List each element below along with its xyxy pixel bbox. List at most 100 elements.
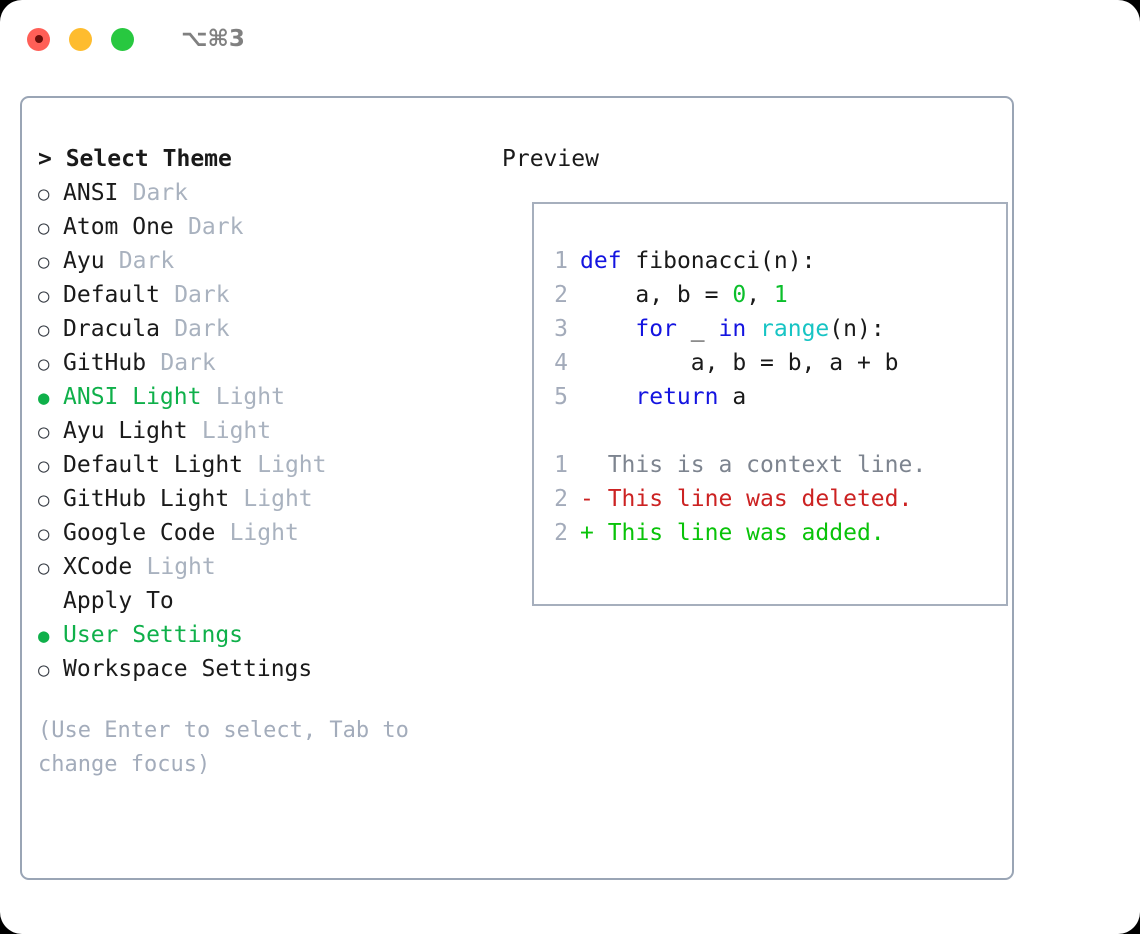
- code-line-number: 3: [554, 316, 568, 342]
- close-window-button[interactable]: [27, 27, 50, 51]
- minimize-window-button[interactable]: [69, 27, 92, 51]
- theme-option-name: GitHub Light: [63, 486, 230, 512]
- theme-option-name: XCode: [63, 554, 133, 580]
- code-diff-spacer: [534, 414, 1006, 448]
- theme-option-name: ANSI: [63, 180, 119, 206]
- code-token-plain: a, b =: [580, 282, 733, 308]
- theme-option-name: Default Light: [63, 452, 244, 478]
- keyboard-hint-text: (Use Enter to select, Tab to change focu…: [38, 718, 423, 777]
- code-token-plain: (n):: [829, 316, 885, 342]
- code-line-text: for _ in range(n):: [580, 312, 885, 346]
- code-token-plain: [580, 316, 635, 342]
- radio-unselected-icon: ○: [38, 455, 50, 477]
- radio-unselected-icon: ○: [38, 557, 50, 579]
- apply-to-options-list: ●User Settings ○ Workspace Settings: [38, 618, 478, 686]
- code-line: 2 a, b = 0, 1: [534, 278, 1006, 312]
- window-title: ⌥⌘3: [181, 25, 245, 52]
- theme-option-name: Google Code: [63, 520, 216, 546]
- theme-selector-header: > Select Theme: [38, 146, 232, 172]
- apply-to-option-workspace-settings[interactable]: ○ Workspace Settings: [38, 652, 478, 686]
- theme-option-github-light[interactable]: ○ GitHub Light Light: [38, 482, 478, 516]
- spacer-bullet: ○: [38, 585, 63, 619]
- theme-option-kind: Light: [257, 452, 327, 478]
- theme-option-kind: Dark: [174, 282, 230, 308]
- code-token-kw: return: [635, 384, 719, 410]
- radio-selected-icon: ●: [38, 387, 50, 409]
- radio-unselected-icon: ○: [38, 319, 50, 341]
- radio-unselected-icon: ○: [38, 659, 50, 681]
- apply-to-option-user-settings[interactable]: ●User Settings: [38, 618, 478, 652]
- code-line: 5 return a: [534, 380, 1006, 414]
- diff-line: 1 This is a context line.: [534, 448, 1006, 482]
- radio-selected-icon: ●: [38, 625, 50, 647]
- code-line-number: 2: [554, 282, 568, 308]
- code-line-text: a, b = 0, 1: [580, 278, 787, 312]
- theme-option-kind: Light: [243, 486, 313, 512]
- theme-option-xcode[interactable]: ○ XCode Light: [38, 550, 478, 584]
- code-token-plain: a, b = b, a + b: [580, 350, 899, 376]
- maximize-window-button[interactable]: [111, 27, 134, 51]
- code-token-plain: [746, 316, 760, 342]
- diff-line-number: 2: [554, 486, 568, 512]
- diff-line-number: 1: [554, 452, 568, 478]
- code-token-plain: _: [676, 316, 719, 342]
- theme-option-name: Default: [63, 282, 160, 308]
- radio-unselected-icon: ○: [38, 285, 50, 307]
- code-token-plain: fibonacci(n):: [635, 248, 816, 274]
- diff-line-text-add: + This line was added.: [580, 520, 885, 546]
- theme-option-google-code[interactable]: ○ Google Code Light: [38, 516, 478, 550]
- code-token-num: 0: [732, 282, 747, 308]
- radio-unselected-icon: ○: [38, 217, 50, 239]
- theme-option-default-light[interactable]: ○ Default Light Light: [38, 448, 478, 482]
- code-token-plain: a: [718, 384, 747, 410]
- diff-line-text-del: - This line was deleted.: [580, 486, 913, 512]
- code-line-text: a, b = b, a + b: [580, 346, 899, 380]
- code-line-text: def fibonacci(n):: [580, 244, 815, 278]
- code-line: 4 a, b = b, a + b: [534, 346, 1006, 380]
- theme-option-kind: Light: [229, 520, 299, 546]
- theme-option-name: Dracula: [63, 316, 160, 342]
- theme-option-kind: Dark: [118, 248, 175, 274]
- theme-option-kind: Dark: [132, 180, 189, 206]
- diff-line: 2 + This line was added.: [534, 516, 1006, 550]
- code-line-number: 5: [554, 384, 568, 410]
- theme-option-name: Ayu: [63, 248, 105, 274]
- radio-unselected-icon: ○: [38, 489, 50, 511]
- radio-unselected-icon: ○: [38, 421, 50, 443]
- apply-to-header: ○ Apply To: [38, 584, 478, 618]
- theme-option-kind: Light: [215, 384, 285, 410]
- theme-option-dracula[interactable]: ○ Dracula Dark: [38, 312, 478, 346]
- code-line-number: 1: [554, 248, 568, 274]
- code-token-fn: range: [760, 316, 830, 342]
- theme-option-kind: Dark: [174, 316, 230, 342]
- theme-option-default[interactable]: ○ Default Dark: [38, 278, 478, 312]
- apply-to-label: Apply To: [63, 588, 174, 614]
- code-token-plain: ,: [746, 282, 774, 308]
- code-token-kw: for: [635, 316, 677, 342]
- theme-option-name: Ayu Light: [63, 418, 188, 444]
- code-token-plain: [622, 248, 636, 274]
- code-line: 1 def fibonacci(n):: [534, 244, 1006, 278]
- window-titlebar: ⌥⌘3: [0, 0, 1140, 78]
- diff-line: 2 - This line was deleted.: [534, 482, 1006, 516]
- theme-option-name: GitHub: [63, 350, 147, 376]
- apply-to-option-name: Workspace Settings: [63, 656, 313, 682]
- radio-unselected-icon: ○: [38, 523, 50, 545]
- diff-line-number: 2: [554, 520, 568, 546]
- code-line-number: 4: [554, 350, 568, 376]
- diff-line-text-ctx: This is a context line.: [580, 452, 927, 478]
- theme-option-kind: Light: [146, 554, 216, 580]
